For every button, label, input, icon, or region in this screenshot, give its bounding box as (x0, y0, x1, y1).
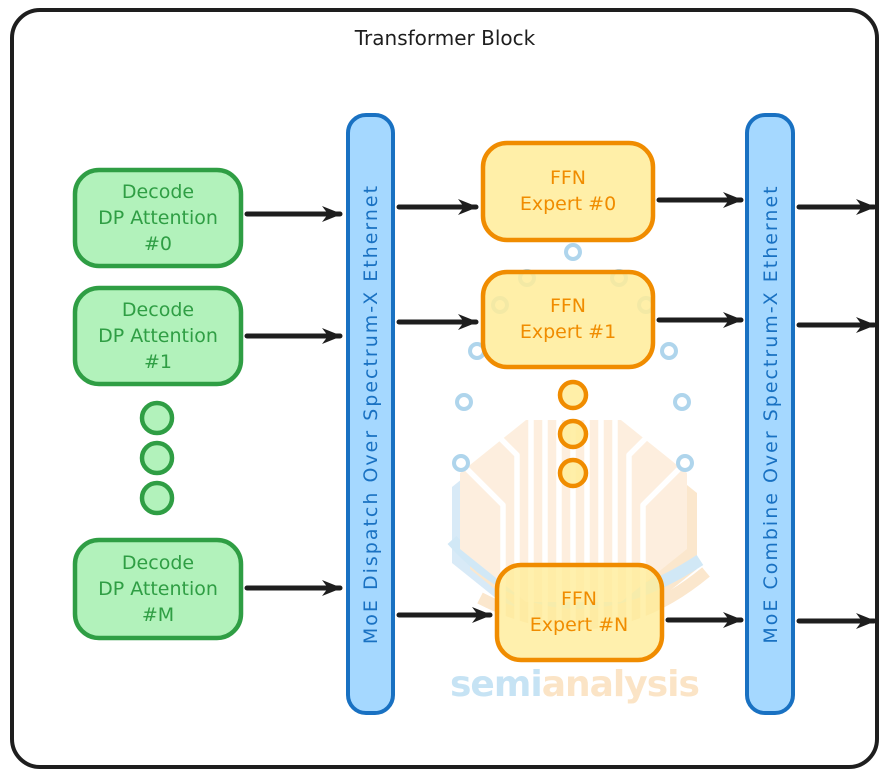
moe-dispatch-bar-label: MoE Dispatch Over Spectrum-X Ethernet (360, 184, 382, 644)
attention-node-1-line2: DP Attention (98, 325, 218, 347)
moe-combine-bar: MoE Combine Over Spectrum-X Ethernet (745, 113, 795, 715)
ellipsis-dot (557, 379, 589, 411)
expert-node-1-box (480, 269, 656, 370)
expert-node-0-line1: FFN (550, 167, 586, 189)
ellipsis-dot (139, 480, 175, 516)
ellipsis-dot (557, 457, 589, 489)
attention-node-1-box (72, 285, 244, 387)
moe-dispatch-bar-box (346, 113, 395, 715)
diagram-title: Transformer Block (354, 26, 536, 50)
ellipsis-dot (557, 418, 589, 450)
watermark-text-semi: semi (450, 664, 542, 705)
expert-node-n-line2: Expert #N (530, 614, 628, 636)
watermark-text-analysis: analysis (542, 664, 699, 705)
expert-ellipsis (557, 379, 589, 489)
attention-node-m-line3: #M (142, 604, 174, 626)
ellipsis-dot (139, 440, 175, 476)
watermark-text: semianalysis (450, 664, 699, 705)
expert-node-1-line1: FFN (550, 295, 586, 317)
attention-node-m: Decode DP Attention #M (72, 537, 244, 641)
flow-arrows (244, 192, 877, 629)
attention-node-0-line2: DP Attention (98, 207, 218, 229)
attention-node-1-line3: #1 (144, 351, 172, 373)
attention-node-0-box (72, 167, 244, 269)
expert-node-n-line1: FFN (561, 588, 597, 610)
expert-node-1-line2: Expert #1 (520, 321, 616, 343)
expert-node-1: FFN Expert #1 (480, 269, 656, 370)
attention-node-0: Decode DP Attention #0 (72, 167, 244, 269)
expert-node-0-box (480, 140, 656, 243)
expert-node-n: FFN Expert #N (494, 562, 665, 663)
moe-combine-bar-box (745, 113, 795, 715)
expert-node-0-line2: Expert #0 (520, 193, 616, 215)
attention-node-0-line3: #0 (144, 233, 172, 255)
attention-node-m-line2: DP Attention (98, 578, 218, 600)
attention-ellipsis (139, 400, 175, 516)
moe-combine-bar-label: MoE Combine Over Spectrum-X Ethernet (760, 184, 782, 643)
attention-node-m-line1: Decode (122, 552, 194, 574)
expert-node-0: FFN Expert #0 (480, 140, 656, 243)
expert-node-n-box (494, 562, 665, 663)
ellipsis-dot (139, 400, 175, 436)
attention-node-0-line1: Decode (122, 181, 194, 203)
attention-node-1: Decode DP Attention #1 (72, 285, 244, 387)
moe-dispatch-bar: MoE Dispatch Over Spectrum-X Ethernet (346, 113, 395, 715)
attention-node-m-box (72, 537, 244, 641)
attention-node-1-line1: Decode (122, 299, 194, 321)
